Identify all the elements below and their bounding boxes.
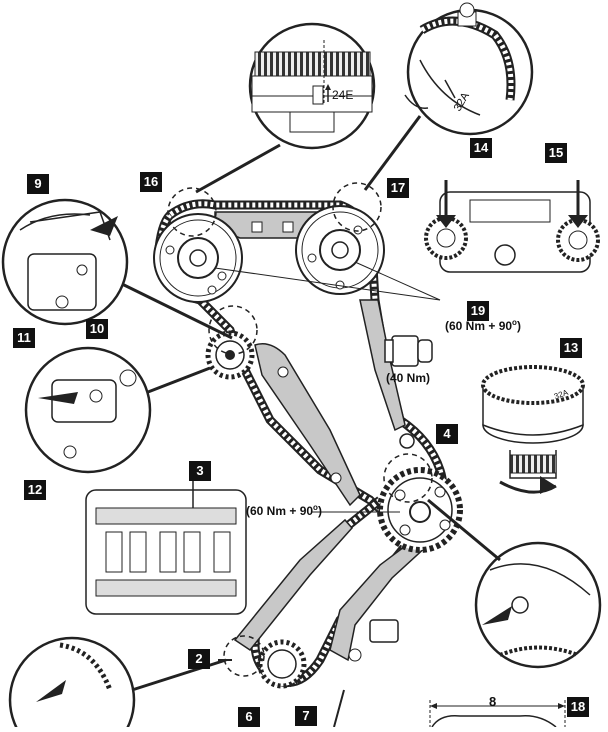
marking-24e: 24E bbox=[332, 88, 354, 102]
intermediate-sprocket bbox=[377, 453, 463, 553]
torque-crank-bolt: (60 Nm + 90o) bbox=[246, 503, 322, 518]
intake-cam-sprocket bbox=[153, 213, 243, 303]
callout-12: 12 bbox=[24, 480, 46, 500]
left-tensioner-rail bbox=[254, 343, 361, 507]
detail-magnifier-bottom-left bbox=[8, 636, 136, 732]
callout-7: 7 bbox=[295, 706, 317, 726]
detail-magnifier-top bbox=[248, 22, 376, 150]
callout-18: 18 bbox=[567, 697, 589, 717]
exhaust-cam-sprocket bbox=[295, 205, 385, 295]
callout-10: 10 bbox=[86, 319, 108, 339]
detail-magnifier-bottom-right bbox=[474, 541, 602, 669]
callout-4: 4 bbox=[436, 424, 458, 444]
callout-2: 2 bbox=[188, 649, 210, 669]
callout-14: 14 bbox=[470, 138, 492, 158]
callout-17: 17 bbox=[387, 178, 409, 198]
callout-19: 19 bbox=[467, 301, 489, 321]
callout-9: 9 bbox=[27, 174, 49, 194]
detail-magnifier-9 bbox=[1, 198, 129, 326]
callout-11: 11 bbox=[13, 328, 35, 348]
callout-8: 8 bbox=[489, 694, 497, 709]
callout-3: 3 bbox=[189, 461, 211, 481]
cylinder-head-top-view bbox=[85, 480, 247, 615]
torque-tensioner: (40 Nm) bbox=[386, 371, 431, 385]
dimension-drawing bbox=[429, 700, 566, 728]
torque-camshaft-bolts: (60 Nm + 90o) bbox=[445, 318, 521, 333]
callout-6: 6 bbox=[238, 707, 260, 727]
detail-magnifier-11 bbox=[24, 346, 152, 474]
callout-13: 13 bbox=[560, 338, 582, 358]
chain-tensioner bbox=[384, 335, 433, 367]
right-guide-rail bbox=[359, 299, 406, 432]
callout-15: 15 bbox=[545, 143, 567, 163]
callout-16: 16 bbox=[140, 172, 162, 192]
lower-left-rail bbox=[233, 518, 354, 652]
detail-magnifier-right bbox=[404, 2, 534, 136]
cam-adjuster bbox=[481, 365, 585, 494]
crank-sprocket bbox=[223, 635, 307, 689]
idler-sprocket bbox=[205, 305, 258, 380]
cylinder-head-view bbox=[424, 180, 600, 273]
